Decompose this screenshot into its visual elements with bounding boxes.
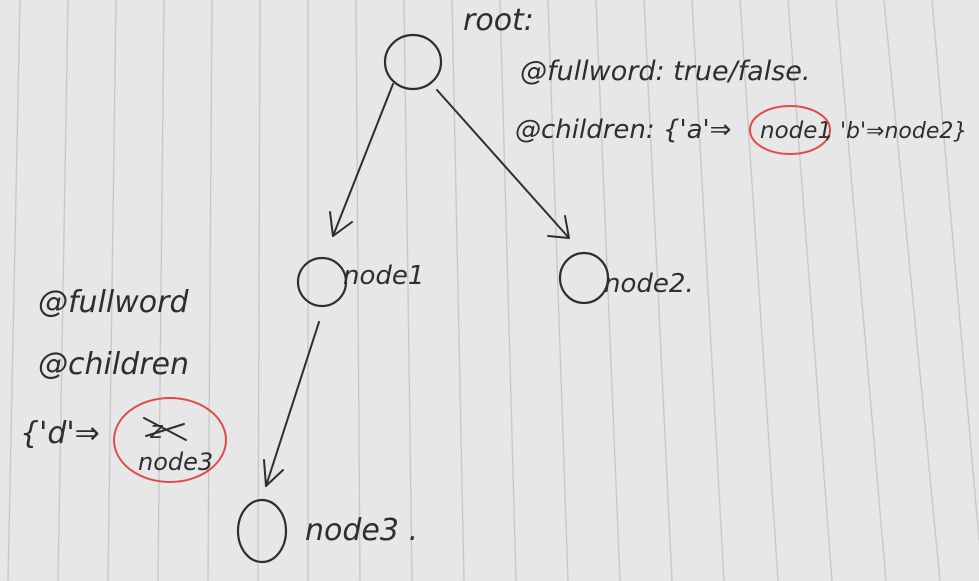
highlight-circle-node1-ref	[749, 105, 831, 155]
arrowhead-node1	[329, 211, 353, 237]
root-children-target-a: node1	[760, 118, 832, 144]
edge-node1-node3	[265, 321, 320, 487]
arrowhead-node3	[263, 459, 284, 487]
node3-circle	[236, 498, 288, 564]
root-label: root:	[463, 3, 534, 38]
highlight-circle-node3-ref	[113, 397, 227, 483]
node1-circle	[296, 256, 348, 308]
strikeout-line-2	[145, 423, 185, 437]
node1-note-replacement: node3	[138, 448, 213, 476]
node2-circle	[558, 251, 610, 305]
root-node-circle	[383, 33, 443, 91]
root-children-line-end: , 'b'⇒node2}	[826, 119, 967, 144]
node1-label: node1	[343, 261, 424, 291]
root-children-line-start: @children: {'a'⇒	[515, 115, 731, 145]
node1-note-mapping: {'d'⇒	[20, 416, 100, 451]
node3-label: node3 .	[305, 513, 418, 548]
node1-note-fullword: @fullword	[38, 285, 189, 320]
root-fullword-line: @fullword: true/false.	[520, 56, 810, 87]
node2-label: node2.	[604, 269, 694, 299]
node1-note-children: @children	[38, 347, 189, 382]
edge-root-node1	[332, 83, 394, 237]
ruled-lines	[7, 0, 979, 581]
arrowhead-node2	[547, 215, 570, 239]
edge-root-node2	[436, 89, 570, 239]
